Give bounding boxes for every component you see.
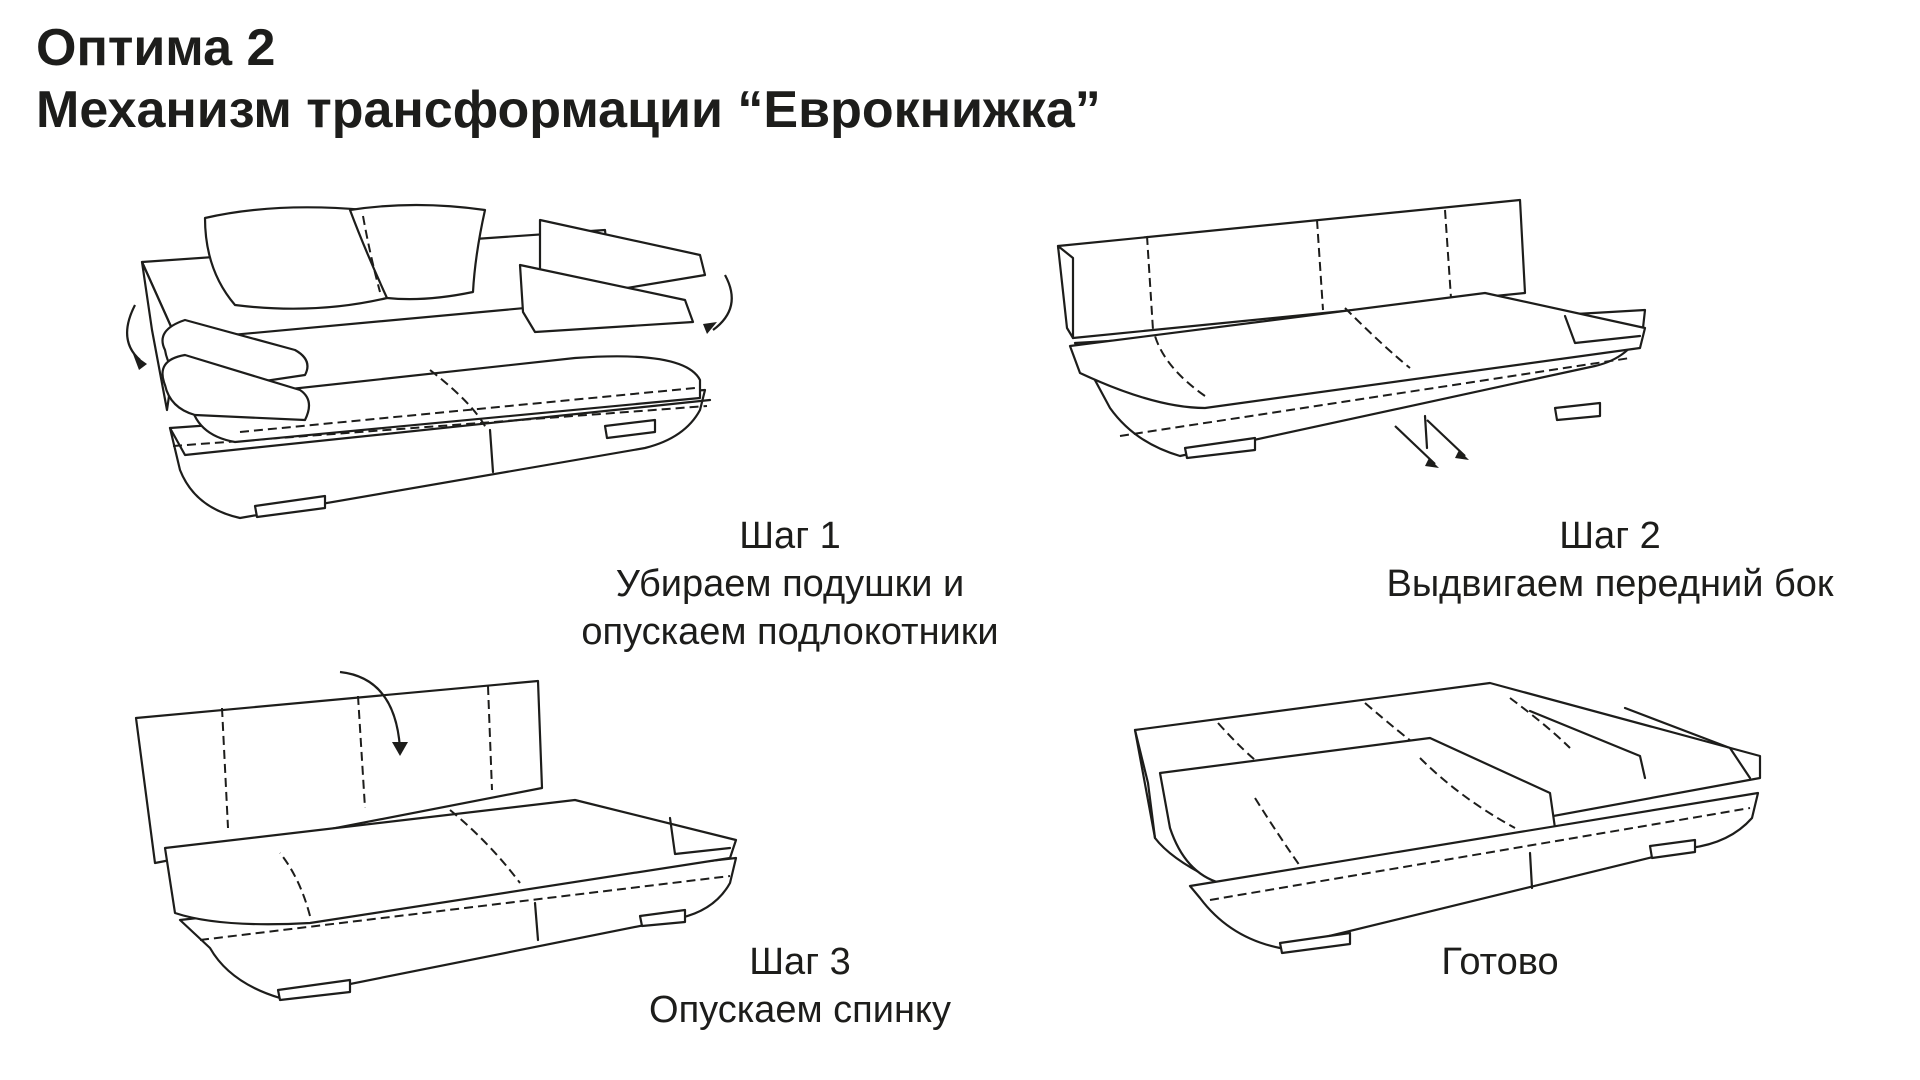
step3-sofa-illustration <box>130 678 750 1018</box>
step1-title: Шаг 1 <box>739 515 841 557</box>
page-title: Оптима 2 <box>36 19 276 77</box>
step3-description-line1: Опускаем спинку <box>649 989 951 1031</box>
step1-caption: Шаг 1 Убираем подушки и опускаем подлоко… <box>520 512 1060 656</box>
step3-caption: Шаг 3 Опускаем спинку <box>530 938 1070 1034</box>
done-bed-illustration <box>1130 678 1770 968</box>
step1-description-line1: Убираем подушки и <box>615 563 965 605</box>
step2-title: Шаг 2 <box>1559 515 1661 557</box>
done-caption: Готово <box>1230 938 1770 986</box>
done-title: Готово <box>1441 941 1559 983</box>
step2-description-line1: Выдвигаем передний бок <box>1386 563 1834 605</box>
step2-sofa-illustration <box>1055 198 1665 468</box>
page-subtitle: Механизм трансформации “Еврокнижка” <box>36 81 1101 139</box>
step3-title: Шаг 3 <box>749 941 851 983</box>
step1-description-line2: опускаем подлокотники <box>581 611 999 653</box>
step2-caption: Шаг 2 Выдвигаем передний бок <box>1340 512 1880 608</box>
step1-sofa-illustration <box>125 210 765 520</box>
